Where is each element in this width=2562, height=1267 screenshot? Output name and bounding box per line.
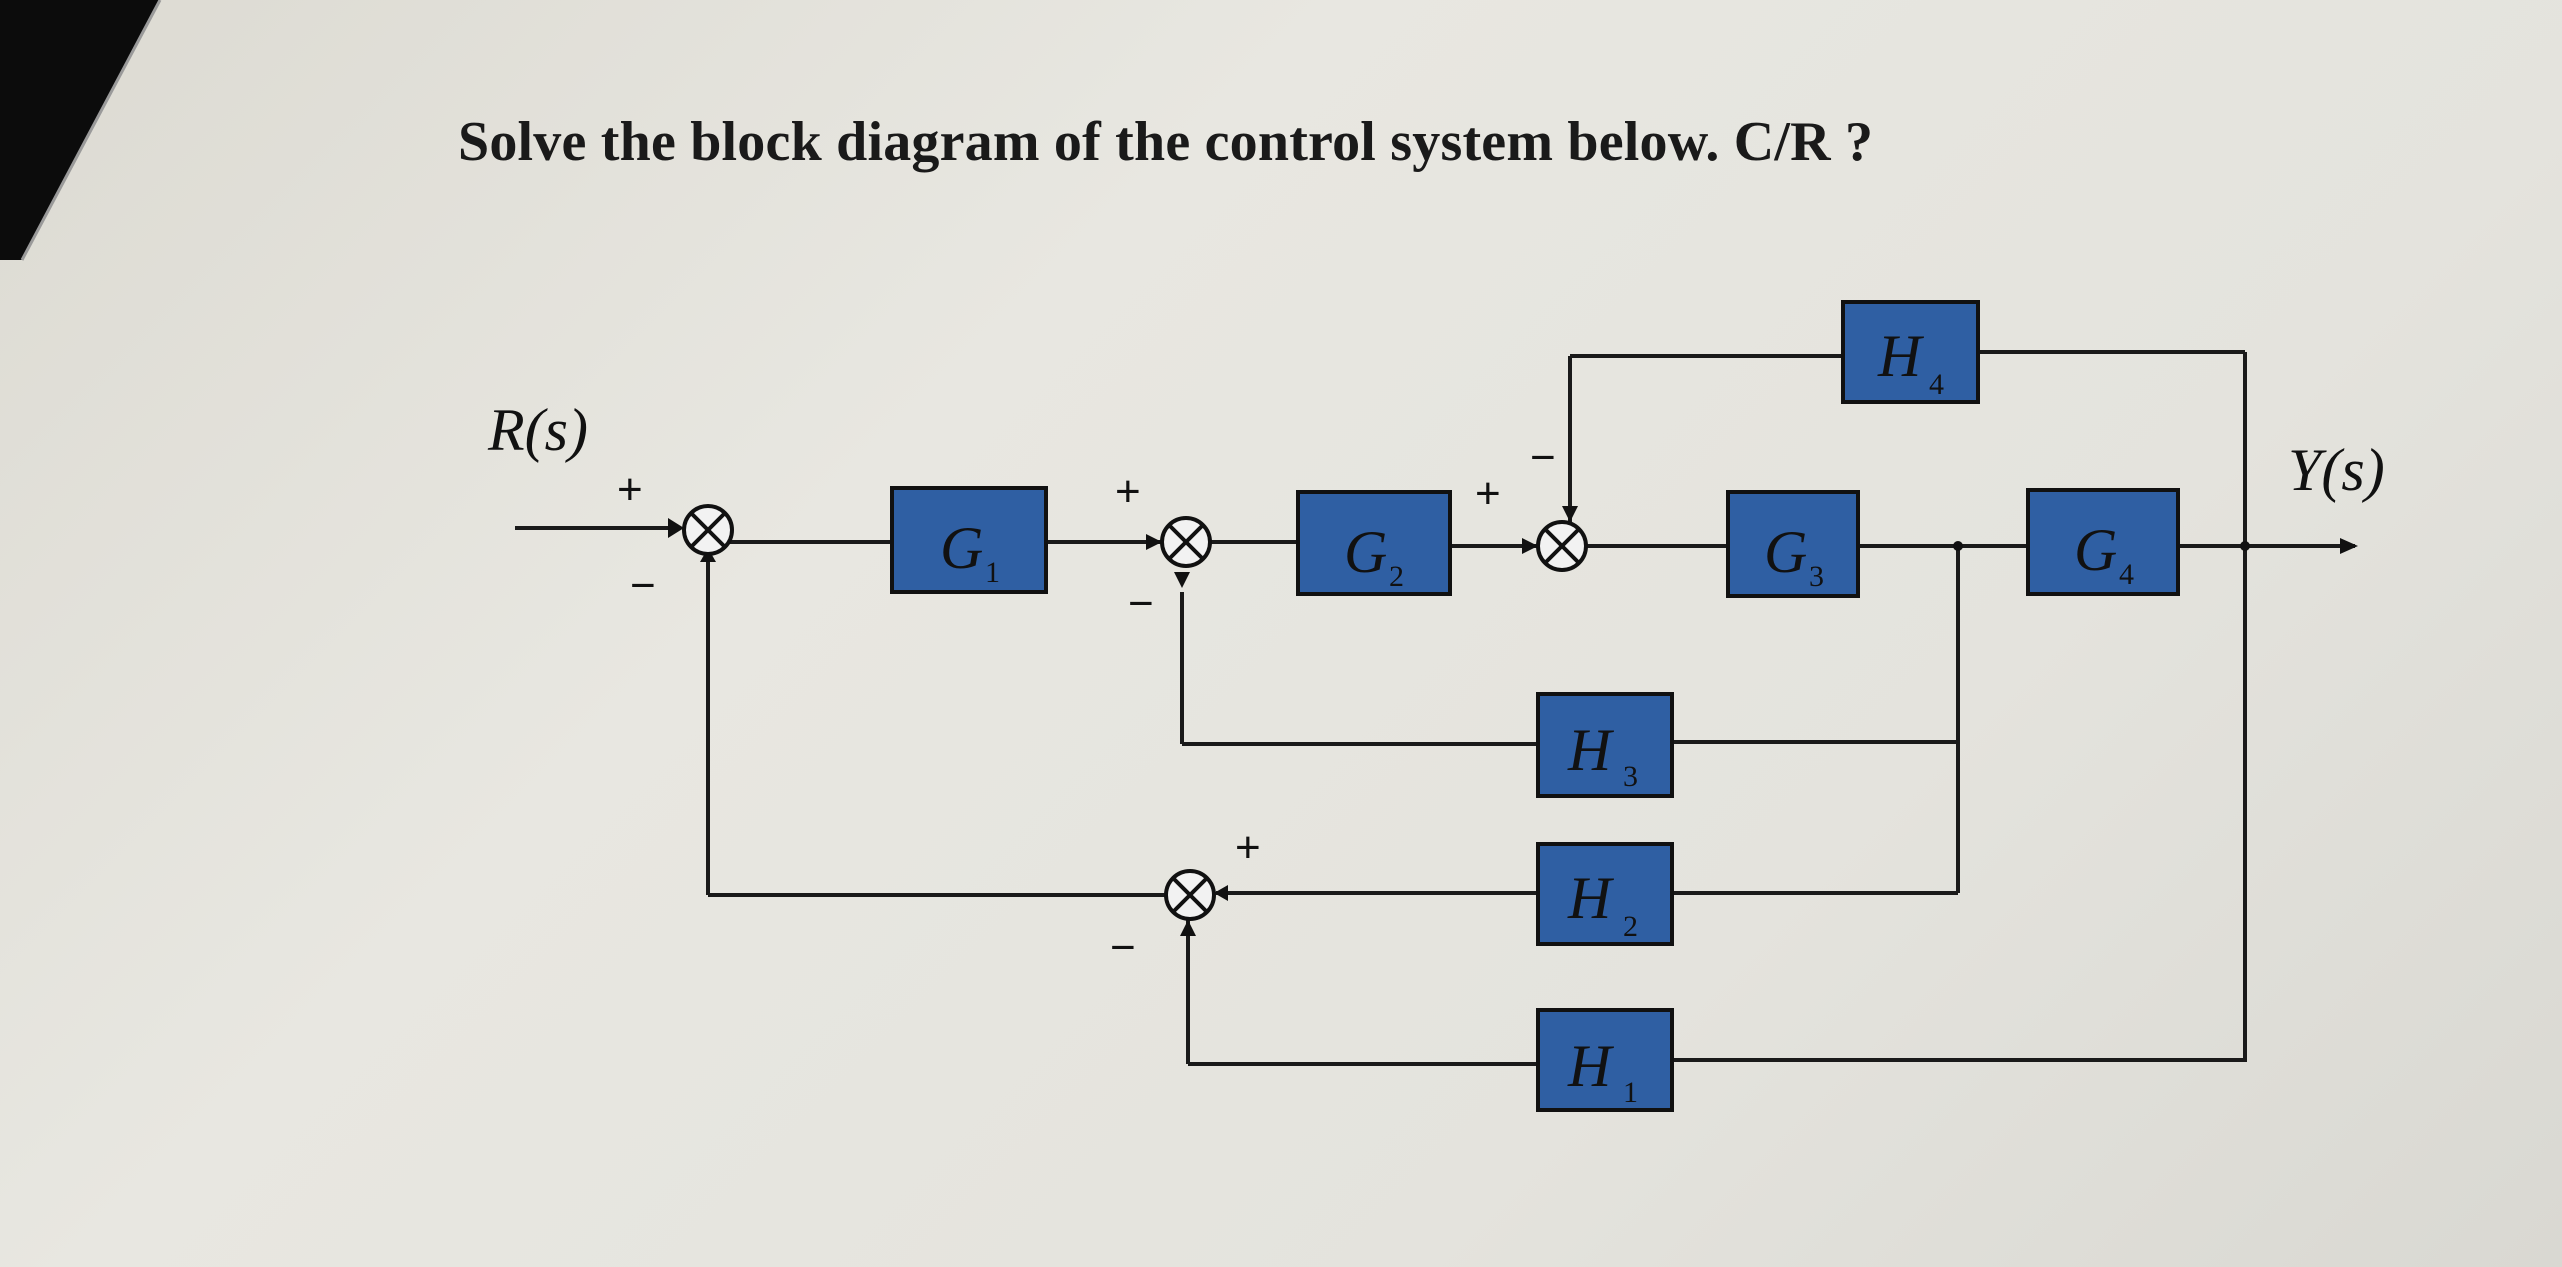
- arrow-into-sj1: [668, 518, 684, 538]
- block-h3-letter: H: [1567, 717, 1615, 783]
- sj2-plus-sign: +: [1115, 467, 1141, 516]
- block-g2-letter: G: [1344, 519, 1387, 585]
- sj2-minus-sign: −: [1128, 579, 1154, 628]
- block-h4: H 4: [1841, 300, 1980, 404]
- sj4-plus-sign: +: [1235, 823, 1261, 872]
- summing-junction-2: [1160, 516, 1212, 568]
- block-h3: H 3: [1536, 692, 1674, 798]
- block-h4-sub: 4: [1929, 368, 1944, 401]
- block-g2-sub: 2: [1389, 560, 1404, 593]
- block-g4: G 4: [2026, 488, 2180, 596]
- sj3-minus-sign: −: [1530, 433, 1556, 482]
- arrow-h4-into-sj3: [1562, 506, 1578, 522]
- block-h2-letter: H: [1567, 865, 1615, 931]
- sj3-plus-sign: +: [1475, 469, 1501, 518]
- block-g2: G 2: [1296, 490, 1452, 596]
- block-h4-letter: H: [1877, 323, 1925, 389]
- block-g3-letter: G: [1764, 519, 1807, 585]
- block-g1-letter: G: [940, 515, 983, 581]
- arrow-h3-into-sj2: [1174, 572, 1190, 588]
- photo-corner-shadow: [0, 0, 162, 261]
- block-h1-letter: H: [1567, 1033, 1615, 1099]
- signal-wires: [515, 350, 2355, 1066]
- summing-junction-4: [1164, 869, 1216, 921]
- block-h2: H 2: [1536, 842, 1674, 946]
- sj4-minus-sign: −: [1110, 923, 1136, 972]
- block-g3: G 3: [1726, 490, 1860, 598]
- sj1-minus-sign: −: [630, 561, 656, 610]
- arrow-into-sj3: [1522, 538, 1538, 554]
- arrow-into-sj2: [1146, 534, 1162, 550]
- block-h2-sub: 2: [1623, 910, 1638, 943]
- block-h1: H 1: [1536, 1008, 1674, 1112]
- block-g1-sub: 1: [985, 556, 1000, 589]
- branch-point-output: [2240, 541, 2250, 551]
- block-h1-sub: 1: [1623, 1076, 1638, 1109]
- output-label: Y(s): [2288, 437, 2385, 503]
- sj1-plus-sign: +: [617, 465, 643, 514]
- block-g4-letter: G: [2074, 517, 2117, 583]
- summing-junction-3: [1536, 520, 1588, 572]
- summing-junction-1: [682, 504, 734, 556]
- arrow-h2-into-sj4: [1214, 885, 1228, 901]
- arrow-h1-into-sj4: [1180, 920, 1196, 936]
- block-g1: G 1: [890, 486, 1048, 594]
- block-g4-sub: 4: [2119, 558, 2134, 591]
- block-g3-sub: 3: [1809, 560, 1824, 593]
- question-text: Solve the block diagram of the control s…: [458, 111, 1874, 173]
- branch-point-g3: [1953, 541, 1963, 551]
- block-h3-sub: 3: [1623, 760, 1638, 793]
- arrow-output: [2340, 538, 2358, 554]
- input-label: R(s): [487, 397, 588, 463]
